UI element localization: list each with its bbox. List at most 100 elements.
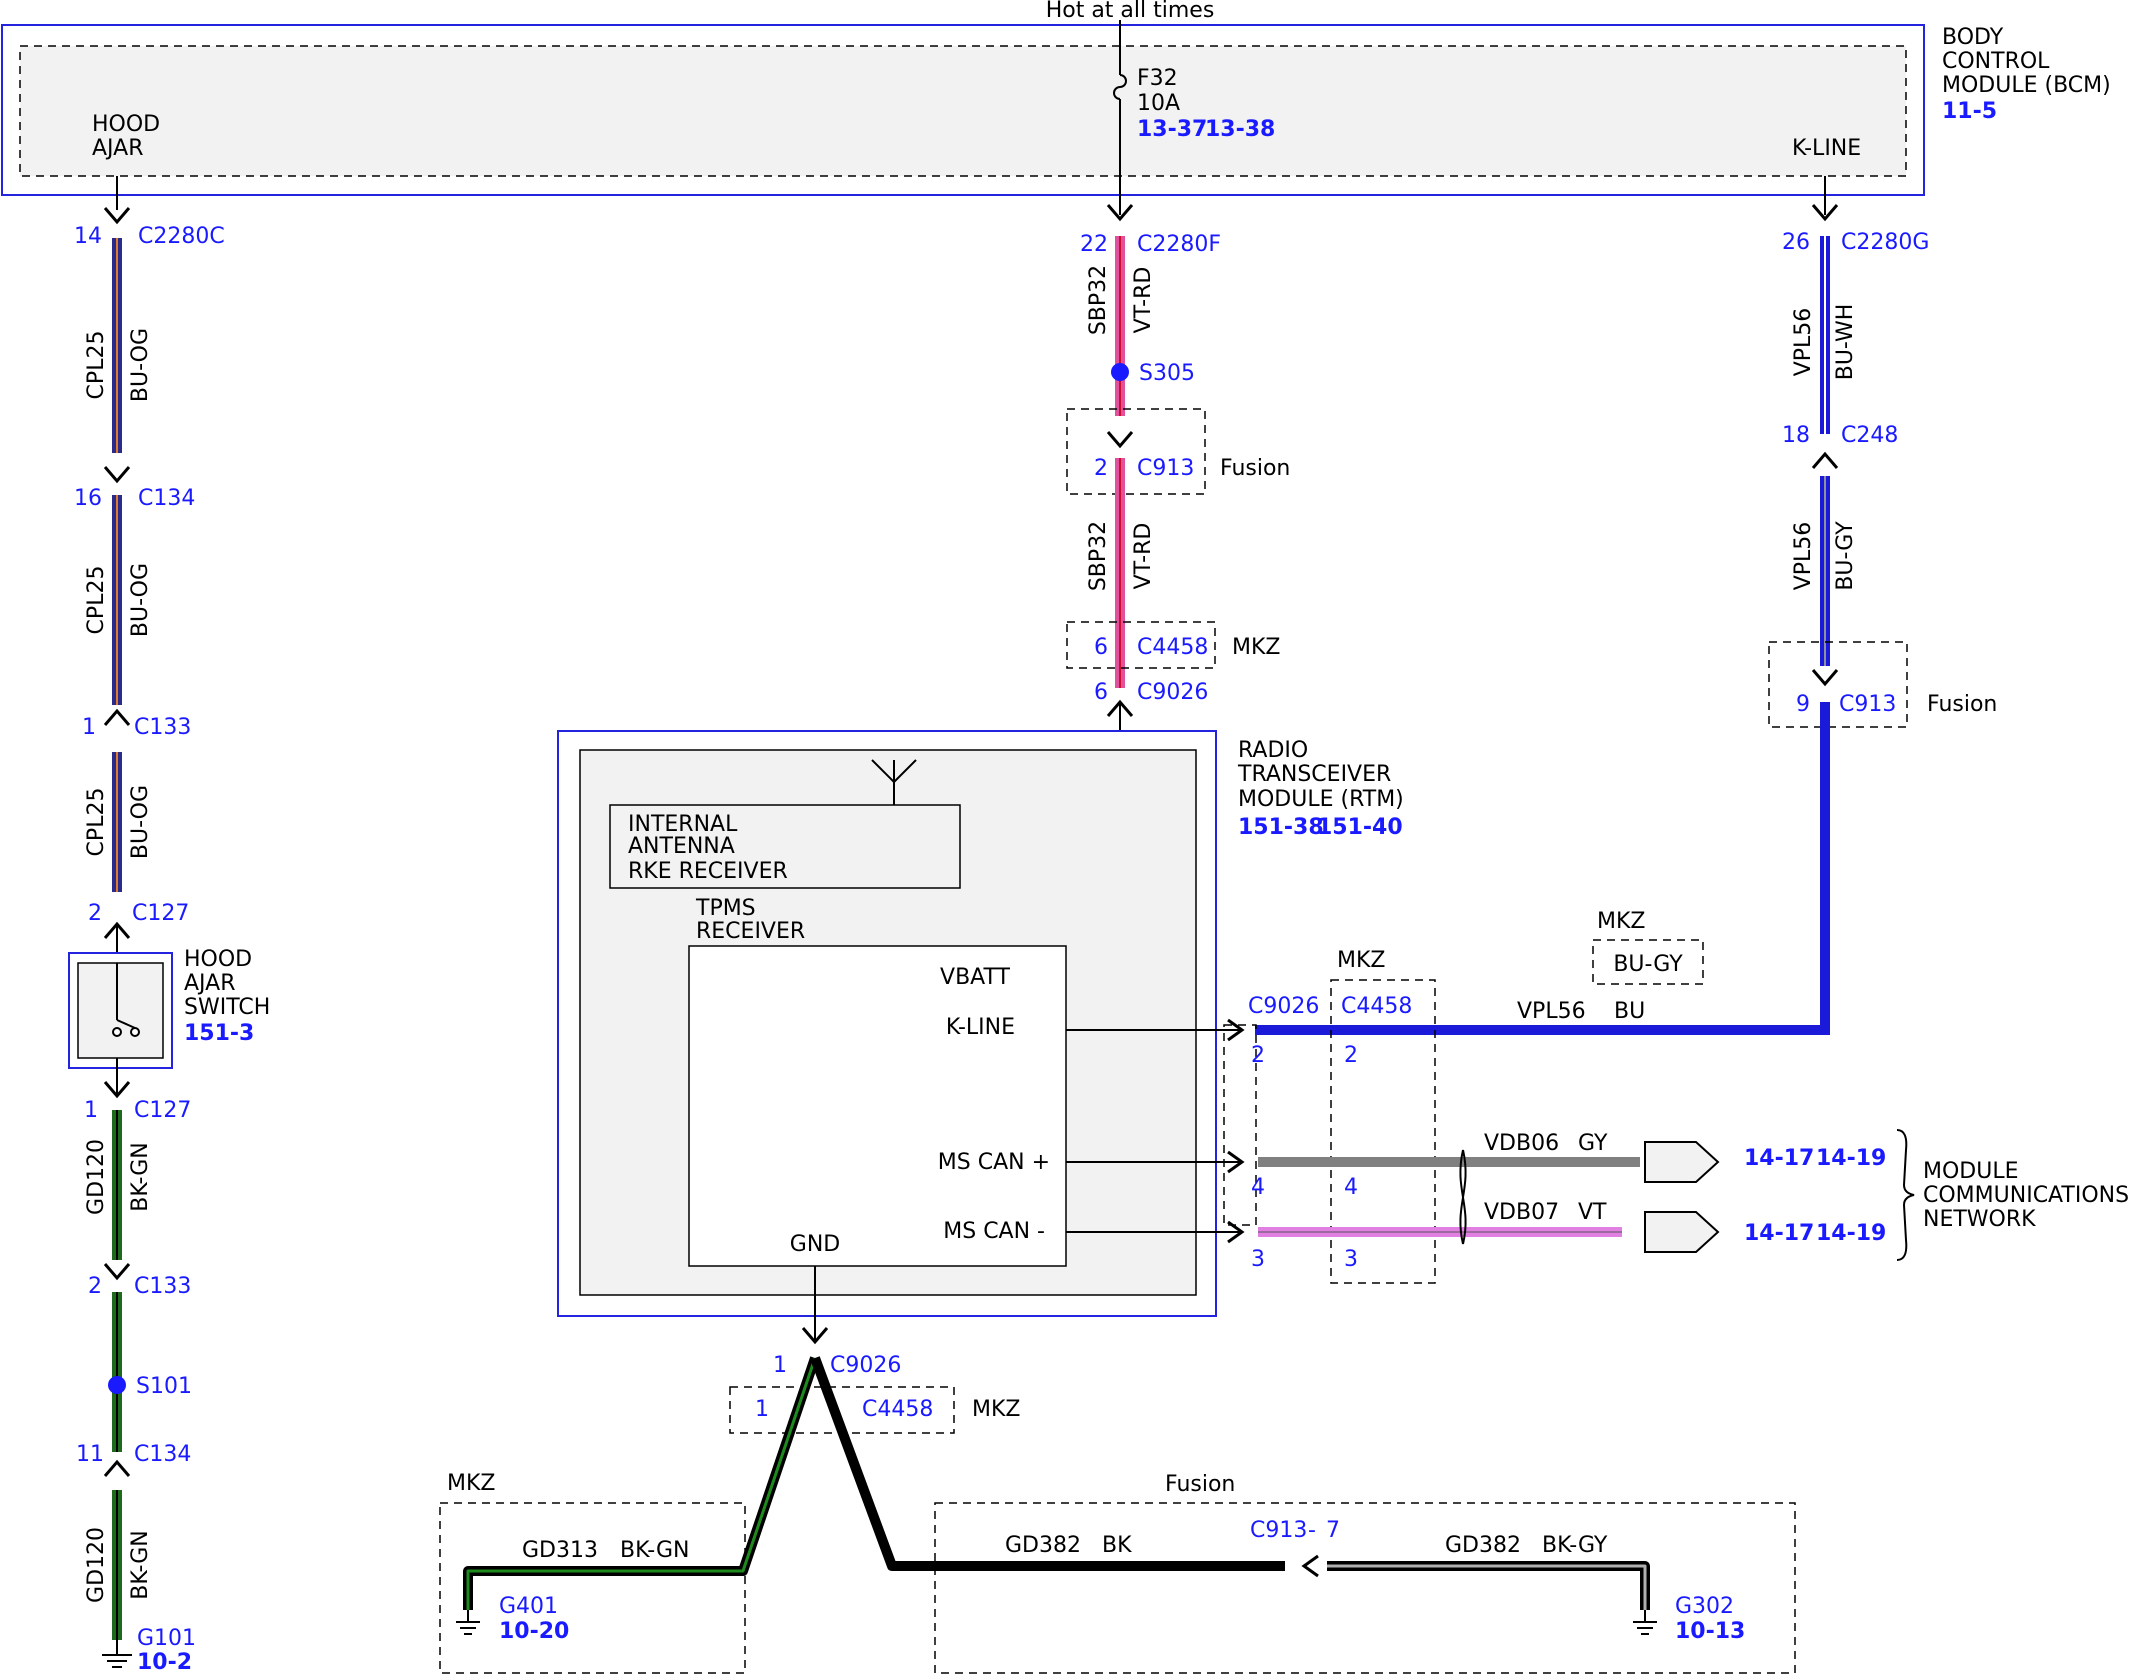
bcm-pin-hood-2: AJAR bbox=[92, 136, 144, 161]
ground-g401[interactable]: G401 bbox=[499, 1594, 558, 1619]
conn-c913-ground-pin: 7 bbox=[1326, 1518, 1340, 1543]
conn-c127-b[interactable]: C127 bbox=[134, 1098, 191, 1123]
twisted-pair-icon bbox=[1459, 1149, 1467, 1245]
conn-c9026-network[interactable]: C9026 bbox=[1248, 994, 1319, 1019]
conn-c127-a[interactable]: C127 bbox=[132, 901, 189, 926]
conn-c913-ground[interactable]: C913 bbox=[1250, 1518, 1307, 1543]
splice-s305-icon[interactable] bbox=[1111, 363, 1129, 381]
switch-ref-link[interactable]: 151-3 bbox=[184, 1021, 254, 1046]
kline-pin-a: 2 bbox=[1251, 1043, 1265, 1068]
fuse-rating: 10A bbox=[1137, 91, 1180, 116]
connector-arrow-icon bbox=[1811, 451, 1839, 469]
fuse-icon bbox=[1113, 20, 1127, 215]
conn-c4458[interactable]: C4458 bbox=[1137, 635, 1208, 660]
ground-g101[interactable]: G101 bbox=[137, 1626, 196, 1651]
splice-s101-icon[interactable] bbox=[108, 1376, 126, 1394]
hot-at-all-times-label: Hot at all times bbox=[1046, 0, 1215, 23]
wire-vpl56-bu[interactable] bbox=[1255, 702, 1830, 1035]
bcm-title-2: CONTROL bbox=[1942, 49, 2050, 74]
conn-c4458-pin: 6 bbox=[1094, 635, 1108, 660]
wire-gd120-3-color: BK-GN bbox=[128, 1530, 153, 1599]
conn-c2280f[interactable]: C2280F bbox=[1137, 232, 1221, 257]
conn-c2280c-pin: 14 bbox=[74, 224, 102, 249]
wire-gd120-1-circuit: GD120 bbox=[84, 1139, 109, 1215]
gnd-c4458[interactable]: C4458 bbox=[862, 1397, 933, 1422]
connector-arrow-icon bbox=[1227, 1150, 1245, 1174]
kline-pin-b: 2 bbox=[1344, 1043, 1358, 1068]
conn-c134[interactable]: C134 bbox=[138, 486, 195, 511]
wire-gd382-bk[interactable] bbox=[810, 1356, 1285, 1571]
conn-c4458-network[interactable]: C4458 bbox=[1341, 994, 1412, 1019]
conn-c913-right[interactable]: C913 bbox=[1839, 692, 1896, 717]
splice-s101[interactable]: S101 bbox=[136, 1374, 192, 1399]
conn-c913-right-note: Fusion bbox=[1927, 692, 1997, 717]
conn-c248[interactable]: C248 bbox=[1841, 423, 1898, 448]
page-reference-connector-icon[interactable] bbox=[1644, 1211, 1720, 1253]
ground-g101-ref-link[interactable]: 10-2 bbox=[137, 1650, 192, 1675]
conn-c4458-note: MKZ bbox=[1232, 635, 1280, 660]
rtm-ref-2-link[interactable]: 151-40 bbox=[1317, 815, 1403, 840]
antenna-line-1: INTERNAL bbox=[628, 812, 738, 837]
right-mkz-note: MKZ bbox=[1597, 909, 1645, 934]
conn-c134-b[interactable]: C134 bbox=[134, 1442, 191, 1467]
page-reference-connector-icon[interactable] bbox=[1644, 1141, 1720, 1183]
ground-g302-ref-link[interactable]: 10-13 bbox=[1675, 1619, 1745, 1644]
tpms-line-1: TPMS bbox=[695, 896, 756, 921]
wire-gd382-color: BK bbox=[1102, 1533, 1132, 1558]
wire-vpl56-bu-color: BU bbox=[1614, 999, 1645, 1024]
ground-g401-ref-link[interactable]: 10-20 bbox=[499, 1619, 569, 1644]
conn-c2280c[interactable]: C2280C bbox=[138, 224, 225, 249]
conn-c9026-pin: 6 bbox=[1094, 680, 1108, 705]
switch-title-1: HOOD bbox=[184, 947, 252, 972]
mscan-plus-ref-2-link[interactable]: 14-19 bbox=[1816, 1146, 1886, 1171]
minus-pin-b: 3 bbox=[1344, 1247, 1358, 1272]
splice-s305[interactable]: S305 bbox=[1139, 361, 1195, 386]
wire-sbp32-2-circuit: SBP32 bbox=[1086, 521, 1111, 591]
ground-g302-icon bbox=[1633, 1610, 1657, 1635]
wire-vdb07-circuit: VDB07 bbox=[1484, 1200, 1559, 1225]
mscan-minus-ref-1-link[interactable]: 14-17 bbox=[1744, 1221, 1814, 1246]
bcm-ref-link[interactable]: 11-5 bbox=[1942, 99, 1997, 124]
conn-c2280g-pin: 26 bbox=[1782, 230, 1810, 255]
wire-sbp32-2-color: VT-RD bbox=[1131, 523, 1156, 590]
pin-mscan-minus: MS CAN - bbox=[943, 1219, 1045, 1244]
plus-pin-b: 4 bbox=[1344, 1175, 1358, 1200]
minus-pin-a: 3 bbox=[1251, 1247, 1265, 1272]
ground-g302[interactable]: G302 bbox=[1675, 1594, 1734, 1619]
fuse-ref-2-link[interactable]: 13-38 bbox=[1205, 117, 1275, 142]
rtm-ref-1-link[interactable]: 151-38 bbox=[1238, 815, 1324, 840]
mkz-box-g401 bbox=[439, 1502, 746, 1674]
ground-fusion-note: Fusion bbox=[1165, 1472, 1235, 1497]
conn-c2280f-pin: 22 bbox=[1080, 232, 1108, 257]
conn-c127-pin-a: 2 bbox=[88, 901, 102, 926]
wire-cpl25-2-color: BU-OG bbox=[128, 563, 153, 637]
mscan-plus-ref-1-link[interactable]: 14-17 bbox=[1744, 1146, 1814, 1171]
ground-mkz-note: MKZ bbox=[447, 1471, 495, 1496]
fuse-ref-1-link[interactable]: 13-37 bbox=[1137, 117, 1207, 142]
conn-c2280g[interactable]: C2280G bbox=[1841, 230, 1929, 255]
wire-gd382-bk-gy[interactable] bbox=[1327, 1561, 1650, 1610]
switch-title-3: SWITCH bbox=[184, 995, 270, 1020]
conn-c133[interactable]: C133 bbox=[134, 715, 191, 740]
conn-c133-pin: 1 bbox=[82, 715, 96, 740]
mscan-minus-ref-2-link[interactable]: 14-19 bbox=[1816, 1221, 1886, 1246]
gnd-c9026[interactable]: C9026 bbox=[830, 1353, 901, 1378]
wire-gd313-circuit: GD313 bbox=[522, 1538, 598, 1563]
right-mkz-color: BU-GY bbox=[1613, 952, 1683, 977]
wire-gd120-1-color: BK-GN bbox=[128, 1142, 153, 1211]
rtm-title-1: RADIO bbox=[1238, 738, 1308, 763]
conn-c9026[interactable]: C9026 bbox=[1137, 680, 1208, 705]
hood-ajar-switch[interactable] bbox=[68, 952, 173, 1069]
conn-c913-right-pin: 9 bbox=[1796, 692, 1810, 717]
connector-arrow-icon bbox=[103, 466, 131, 484]
wire-cpl25-3-circuit: CPL25 bbox=[84, 788, 109, 857]
conn-c248-pin: 18 bbox=[1782, 423, 1810, 448]
wire-vpl56-1-circuit: VPL56 bbox=[1791, 308, 1816, 377]
conn-c133-b[interactable]: C133 bbox=[134, 1274, 191, 1299]
conn-c913[interactable]: C913 bbox=[1137, 456, 1194, 481]
network-label-1: MODULE bbox=[1923, 1159, 2019, 1184]
network-mkz-note: MKZ bbox=[1337, 948, 1385, 973]
connector-arrow-icon bbox=[1106, 431, 1134, 449]
rtm-title-2: TRANSCEIVER bbox=[1237, 762, 1391, 787]
conn-c127-pin-b: 1 bbox=[84, 1098, 98, 1123]
